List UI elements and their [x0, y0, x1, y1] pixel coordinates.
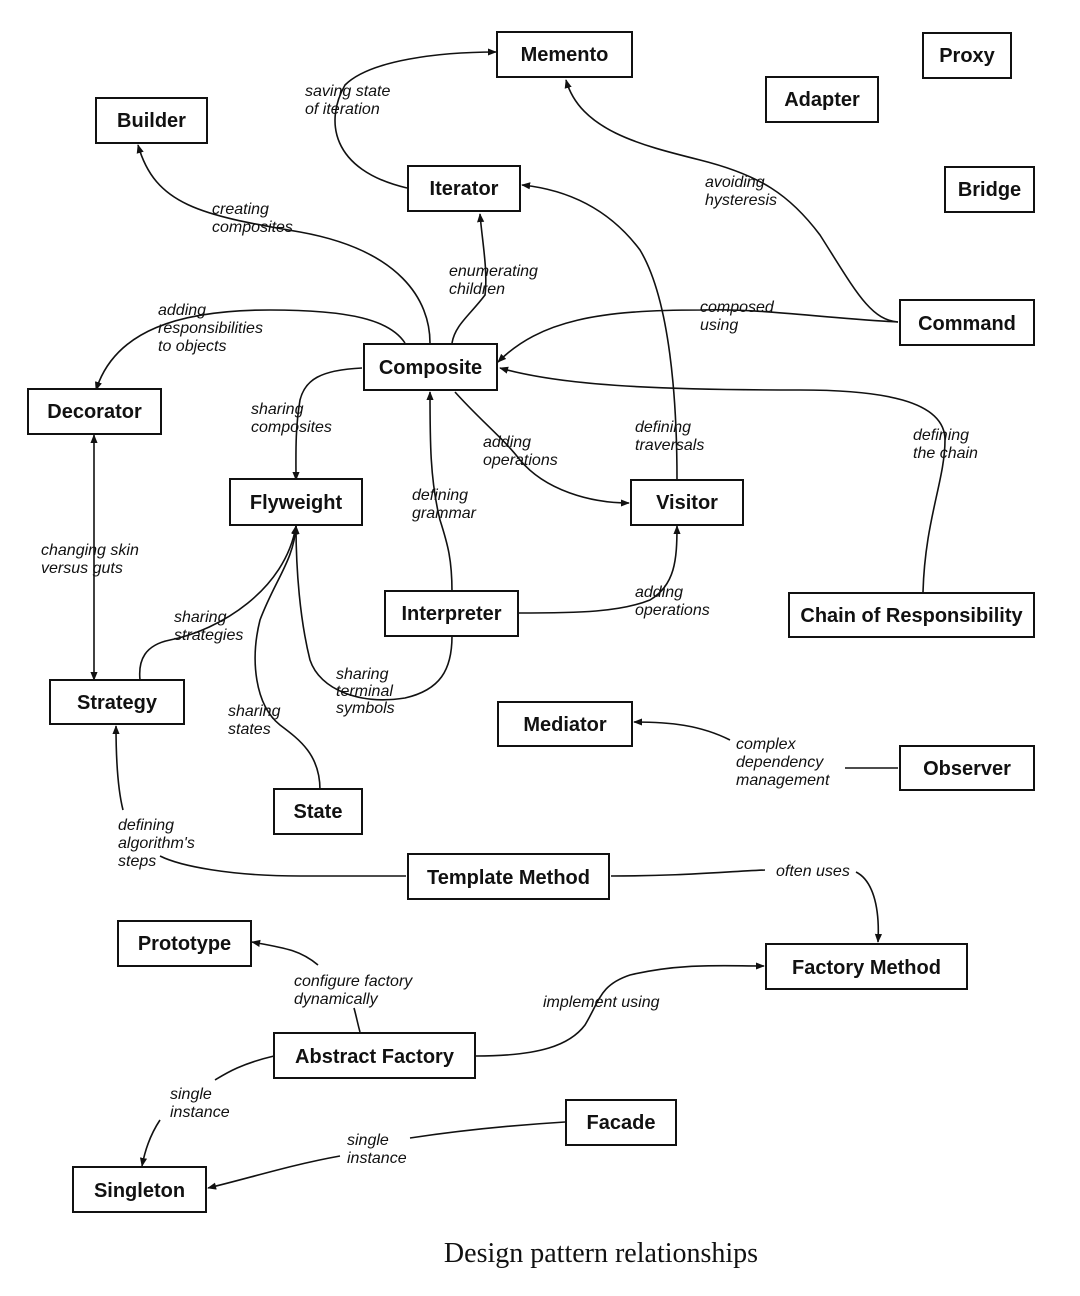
pattern-abstract-factory: Abstract Factory — [273, 1032, 476, 1079]
label-avoiding-hysteresis: avoiding hysteresis — [705, 174, 777, 209]
edge-composite-visitor — [454, 391, 630, 507]
label-enumerating-children: enumerating children — [449, 263, 542, 298]
label-adding-operations-interpreter: adding operations — [635, 584, 710, 619]
pattern-chain-of-responsibility: Chain of Responsibility — [788, 592, 1035, 638]
label-sharing-states: sharing states — [228, 703, 285, 738]
svg-text:Template Method: Template Method — [427, 867, 590, 889]
pattern-state: State — [273, 788, 363, 835]
svg-text:Command: Command — [918, 313, 1016, 335]
label-defining-algorithm: defining algorithm's steps — [118, 817, 199, 870]
svg-text:Observer: Observer — [923, 758, 1011, 780]
edge-observer-mediator — [634, 722, 898, 769]
pattern-factory-method: Factory Method — [765, 943, 968, 990]
edge-strategy-flyweight — [138, 525, 299, 681]
svg-text:Memento: Memento — [521, 44, 609, 66]
svg-text:Bridge: Bridge — [958, 179, 1021, 201]
pattern-flyweight: Flyweight — [229, 478, 363, 526]
edge-abstract-factory-method — [475, 962, 765, 1057]
pattern-bridge: Bridge — [944, 166, 1035, 213]
figure-caption: Design pattern relationships — [444, 1238, 758, 1269]
pattern-iterator: Iterator — [407, 165, 521, 212]
pattern-mediator: Mediator — [497, 701, 633, 747]
pattern-memento: Memento — [496, 31, 633, 78]
svg-text:Decorator: Decorator — [47, 401, 142, 423]
pattern-template-method: Template Method — [407, 853, 610, 900]
svg-text:Abstract Factory: Abstract Factory — [295, 1046, 455, 1068]
svg-text:Strategy: Strategy — [77, 692, 158, 714]
edge-chain-composite — [499, 366, 946, 593]
svg-text:State: State — [294, 801, 343, 823]
svg-text:Flyweight: Flyweight — [250, 492, 343, 514]
pattern-prototype: Prototype — [117, 920, 252, 967]
pattern-facade: Facade — [565, 1099, 677, 1146]
svg-text:Chain of Responsibility: Chain of Responsibility — [800, 605, 1023, 627]
label-adding-responsibilities: adding responsibilities to objects — [158, 302, 267, 355]
pattern-interpreter: Interpreter — [384, 590, 519, 637]
edge-visitor-iterator — [521, 182, 678, 481]
edge-composite-flyweight — [292, 367, 363, 481]
svg-text:Builder: Builder — [117, 110, 186, 132]
edge-abstract-prototype — [252, 942, 361, 1033]
svg-text:Visitor: Visitor — [656, 492, 718, 514]
label-single-instance-facade: single instance — [347, 1132, 407, 1167]
edge-command-memento — [564, 79, 899, 323]
pattern-builder: Builder — [95, 97, 208, 144]
edge-facade-singleton — [208, 1121, 566, 1188]
svg-text:Factory Method: Factory Method — [792, 957, 941, 979]
label-defining-traversals: defining traversals — [635, 419, 704, 454]
label-creating-composites: creating composites — [212, 201, 293, 236]
pattern-strategy: Strategy — [49, 679, 185, 725]
pattern-proxy: Proxy — [922, 32, 1012, 79]
svg-text:Iterator: Iterator — [430, 178, 499, 200]
label-implement-using: implement using — [543, 994, 660, 1011]
label-configure-factory: configure factory dynamically — [294, 973, 417, 1008]
edge-state-flyweight — [254, 525, 321, 791]
label-sharing-terminal: sharing terminal symbols — [336, 666, 397, 717]
pattern-adapter: Adapter — [765, 76, 879, 123]
svg-text:Facade: Facade — [587, 1112, 656, 1134]
edge-composite-builder — [136, 144, 431, 344]
label-changing-skin: changing skin versus guts — [41, 542, 143, 577]
edge-iterator-memento — [334, 48, 497, 189]
label-complex-dependency: complex dependency management — [736, 736, 830, 789]
edge-composite-decorator — [95, 309, 406, 391]
edge-composite-iterator — [451, 213, 487, 344]
pattern-visitor: Visitor — [630, 479, 744, 526]
edge-command-composite — [497, 308, 899, 363]
pattern-singleton: Singleton — [72, 1166, 207, 1213]
svg-text:Proxy: Proxy — [939, 45, 995, 67]
label-defining-grammar: defining grammar — [412, 487, 477, 522]
pattern-composite: Composite — [363, 343, 498, 391]
svg-text:Singleton: Singleton — [94, 1180, 185, 1202]
svg-text:Interpreter: Interpreter — [401, 603, 501, 625]
edge-interpreter-visitor — [517, 525, 681, 614]
label-single-instance-abstract: single instance — [170, 1086, 230, 1121]
label-saving-state: saving state of iteration — [305, 83, 395, 118]
label-defining-chain: defining the chain — [913, 427, 978, 462]
svg-text:Adapter: Adapter — [784, 89, 860, 111]
svg-text:Mediator: Mediator — [523, 714, 607, 736]
edge-interpreter-flyweight — [292, 525, 453, 701]
label-often-uses: often uses — [776, 863, 850, 880]
label-adding-operations-composite: adding operations — [483, 434, 558, 469]
pattern-command: Command — [899, 299, 1035, 346]
svg-text:Prototype: Prototype — [138, 933, 231, 955]
label-composed-using: composed using — [700, 299, 778, 334]
label-sharing-strategies: sharing strategies — [174, 609, 243, 644]
edge-abstract-singleton — [142, 1055, 275, 1166]
edge-template-strategy — [116, 726, 406, 877]
svg-text:Composite: Composite — [379, 357, 482, 379]
pattern-observer: Observer — [899, 745, 1035, 791]
pattern-decorator: Decorator — [27, 388, 162, 435]
label-sharing-composites: sharing composites — [251, 401, 332, 436]
edge-template-factory — [610, 869, 878, 942]
edge-interpreter-composite — [426, 391, 453, 593]
